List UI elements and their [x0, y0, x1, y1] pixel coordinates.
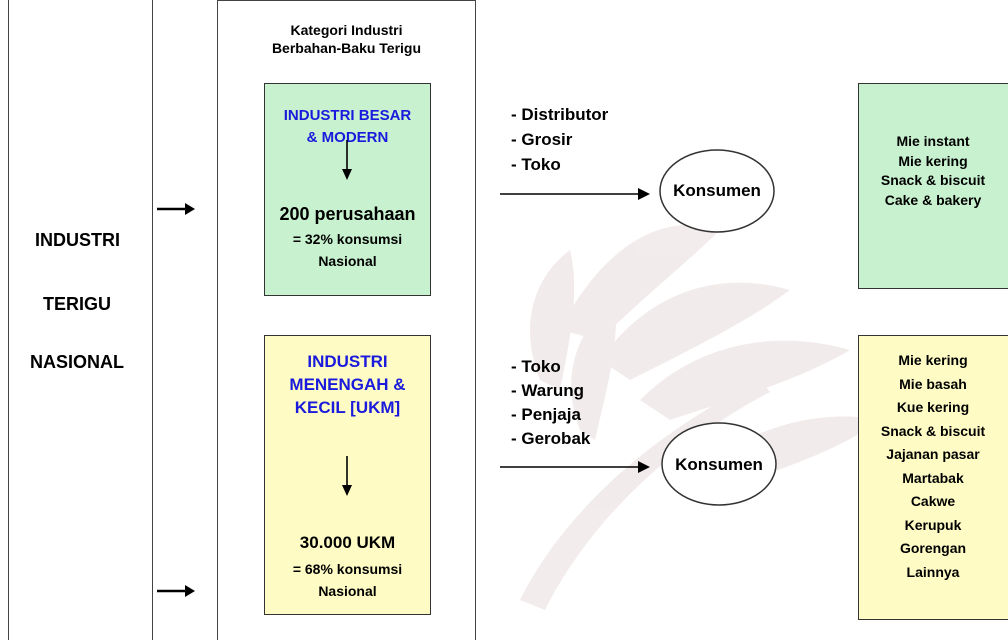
- product-item: Kue kering: [896, 399, 970, 415]
- channel-item: - Toko: [511, 357, 561, 376]
- national-industry-label-3: NASIONAL: [30, 352, 124, 372]
- arrow-to-consumer-top: [500, 188, 650, 200]
- channel-item: - Penjaja: [511, 405, 581, 424]
- sme-industry-title-2: MENENGAH &: [289, 375, 406, 394]
- products-list-top: Mie instant Mie kering Snack & biscuit C…: [858, 132, 1008, 210]
- national-industry-label-1: INDUSTRI: [35, 230, 120, 250]
- channel-item: - Toko: [511, 155, 561, 174]
- large-industry-share: = 32% konsumsi: [292, 231, 403, 247]
- product-item: Cakwe: [910, 493, 956, 509]
- product-item: Lainnya: [906, 563, 960, 580]
- sme-industry-title-1: INDUSTRI: [307, 352, 388, 371]
- product-item: Martabak: [902, 469, 964, 486]
- large-industry-box: [264, 83, 431, 296]
- channel-list-top: - Distributor - Grosir - Toko: [511, 102, 608, 177]
- consumer-ellipse-top: [659, 149, 775, 233]
- large-industry-count: 200 perusahaan: [279, 204, 416, 224]
- sme-industry-count: 30.000 UKM: [299, 533, 396, 552]
- large-industry-scope: Nasional: [318, 253, 377, 269]
- sme-industry-share: = 68% konsumsi: [292, 561, 403, 577]
- channel-item: - Gerobak: [511, 429, 591, 448]
- channel-item: - Grosir: [511, 130, 573, 149]
- arrow-down-sme: [342, 456, 352, 496]
- product-item: Cake & bakery: [884, 191, 982, 208]
- arrow-left-bottom: [157, 585, 195, 597]
- large-industry-title-2: & MODERN: [306, 129, 389, 146]
- product-item: Mie instant: [896, 133, 970, 149]
- category-title-2: Berbahan-Baku Terigu: [271, 40, 422, 56]
- product-item: Mie kering: [898, 352, 968, 368]
- product-item: Jajanan pasar: [886, 446, 980, 462]
- arrow-left-top: [157, 203, 195, 215]
- product-item: Gorengan: [899, 540, 967, 556]
- product-item: Mie kering: [898, 152, 968, 169]
- consumer-label-bottom: Konsumen: [675, 455, 763, 474]
- consumer-ellipse-bottom: [661, 422, 777, 506]
- product-item: Snack & biscuit: [880, 172, 986, 188]
- products-list-bottom: Mie kering Mie basah Kue kering Snack & …: [858, 349, 1008, 584]
- national-industry-box: [8, 0, 153, 640]
- channel-item: - Warung: [511, 381, 585, 400]
- products-box-bottom: [858, 335, 1008, 620]
- national-industry-label-2: TERIGU: [43, 294, 112, 314]
- product-item: Mie basah: [899, 375, 967, 392]
- channel-item: - Distributor: [511, 105, 609, 124]
- channel-list-bottom: - Toko - Warung - Penjaja - Gerobak: [511, 355, 590, 451]
- category-title-1: Kategori Industri: [290, 22, 403, 38]
- arrow-down-large: [342, 140, 352, 180]
- product-item: Snack & biscuit: [880, 422, 986, 439]
- product-item: Kerupuk: [904, 516, 962, 533]
- arrow-to-consumer-bottom: [500, 461, 650, 473]
- large-industry-title-1: INDUSTRI BESAR: [283, 107, 412, 124]
- sme-industry-title-3: KECIL [UKM]: [294, 398, 401, 417]
- sme-industry-scope: Nasional: [318, 583, 377, 599]
- products-box-top: [858, 83, 1008, 289]
- consumer-label-top: Konsumen: [673, 181, 761, 200]
